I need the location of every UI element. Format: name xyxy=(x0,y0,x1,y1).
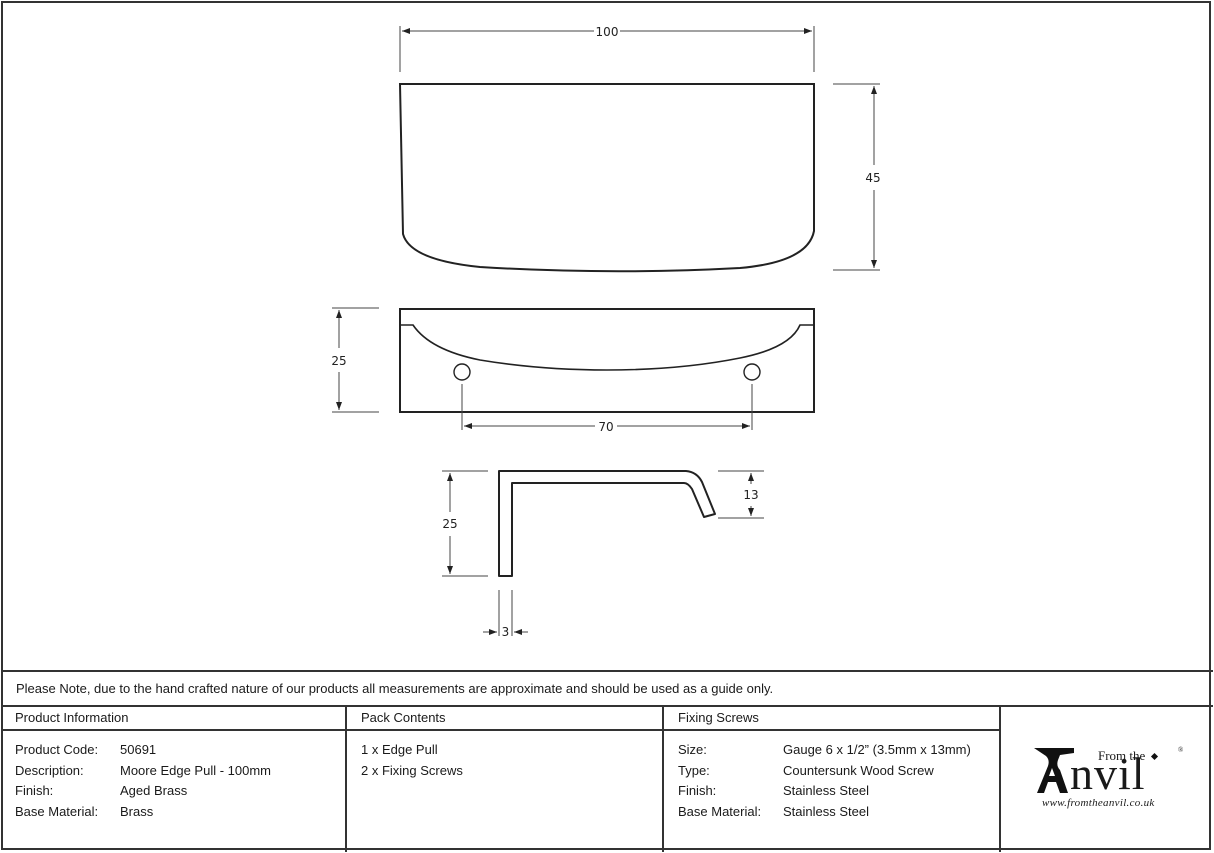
diamond-icon xyxy=(1150,752,1159,761)
row-value: Stainless Steel xyxy=(783,803,869,819)
row-value: Aged Brass xyxy=(120,783,188,798)
fixing-screws-heading: Fixing Screws xyxy=(664,706,999,731)
row-label: Product Code: xyxy=(15,742,99,757)
description-row: Description: Moore Edge Pull - 100mm xyxy=(15,761,345,782)
dim-thickness-3: 3 xyxy=(502,625,510,639)
fixing-screws-column: Fixing Screws Size: Gauge 6 x 1/2” (3.5mm… xyxy=(664,706,1001,852)
dim-side-height-25: 25 xyxy=(442,517,457,531)
row-value: 50691 xyxy=(120,742,157,757)
row-value: Countersunk Wood Screw xyxy=(783,762,934,778)
front-view: 25 70 xyxy=(331,307,815,434)
dim-width-100: 100 xyxy=(596,25,619,39)
pack-item: 1 x Edge Pull xyxy=(361,742,438,757)
pack-contents-heading: Pack Contents xyxy=(347,706,662,731)
logo-url: www.fromtheanvil.co.uk xyxy=(1042,797,1155,809)
screw-base-material-row: Base Material: Stainless Steel xyxy=(678,802,999,823)
row-label: Finish: xyxy=(15,783,54,798)
top-view: 100 45 xyxy=(398,25,881,273)
row-value: Brass xyxy=(120,803,154,819)
screw-finish-row: Finish: Stainless Steel xyxy=(678,781,999,802)
pack-contents-column: Pack Contents 1 x Edge Pull 2 x Fixing S… xyxy=(347,706,664,852)
brand-logo: From the ® nvil www.fromtheanvil.co.uk xyxy=(1000,706,1213,852)
row-value: Stainless Steel xyxy=(783,783,869,798)
row-label: Base Material: xyxy=(15,803,99,819)
product-information-column: Product Information Product Code: 50691 D… xyxy=(1,706,347,852)
pack-item: 2 x Fixing Screws xyxy=(361,762,463,778)
row-label: Type: xyxy=(678,762,710,778)
row-label: Description: xyxy=(15,762,84,778)
anvil-icon xyxy=(1034,748,1074,793)
technical-drawing: 100 45 25 70 25 xyxy=(331,25,881,639)
registered-mark: ® xyxy=(1178,746,1184,754)
row-label: Size: xyxy=(678,742,707,757)
side-view: 25 13 3 xyxy=(442,470,764,639)
row-label: Base Material: xyxy=(678,803,762,819)
screw-size-row: Size: Gauge 6 x 1/2” (3.5mm x 13mm) xyxy=(678,740,999,761)
dim-height-45: 45 xyxy=(865,171,880,185)
dim-front-height-25: 25 xyxy=(331,354,346,368)
base-material-row: Base Material: Brass xyxy=(15,802,345,823)
logo-wordmark: nvil xyxy=(1070,748,1146,799)
row-value: Moore Edge Pull - 100mm xyxy=(120,762,272,778)
row-label: Finish: xyxy=(678,783,717,798)
screw-type-row: Type: Countersunk Wood Screw xyxy=(678,761,999,782)
product-code-row: Product Code: 50691 xyxy=(15,740,345,761)
product-information-heading: Product Information xyxy=(1,706,345,731)
row-value: Gauge 6 x 1/2” (3.5mm x 13mm) xyxy=(783,742,971,757)
finish-row: Finish: Aged Brass xyxy=(15,781,345,802)
info-table: Product Information Product Code: 50691 D… xyxy=(1,706,1213,852)
dim-hole-centres-70: 70 xyxy=(598,420,613,434)
logo-from-the: From the xyxy=(1098,748,1146,763)
disclaimer-note: Please Note, due to the hand crafted nat… xyxy=(1,670,1213,707)
dim-lip-13: 13 xyxy=(743,488,758,502)
